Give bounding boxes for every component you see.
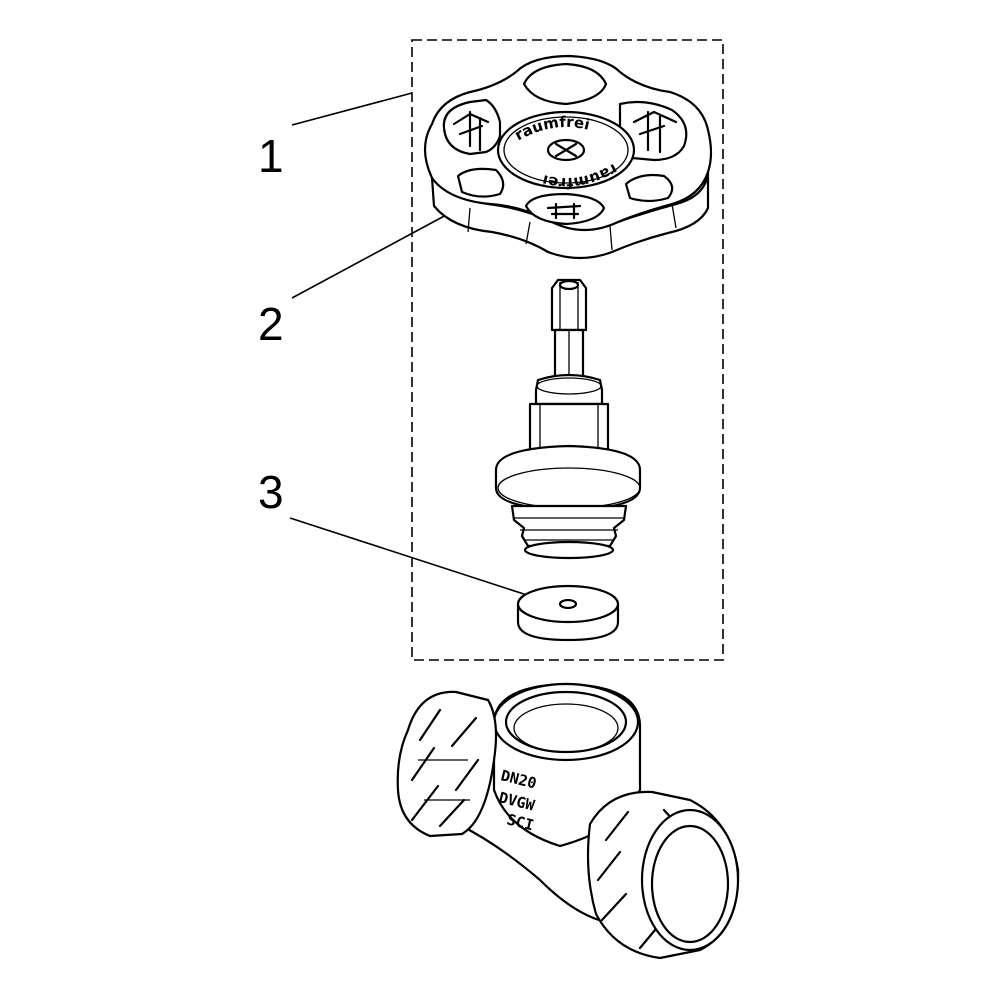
callout-number-1: 1 (258, 130, 284, 182)
leader-line-1 (291, 92, 413, 126)
handwheel: raumfrei raumfrei (423, 54, 713, 260)
leader-line-2 (291, 213, 449, 299)
valve-top-spindle (494, 278, 642, 560)
sealing-washer (516, 584, 620, 642)
leader-line-3 (289, 517, 531, 597)
valve-body: DN20 DVGW SCI (396, 682, 740, 960)
callout-number-2: 2 (258, 298, 284, 350)
assembly-dashed-frame (411, 39, 724, 661)
callout-number-3: 3 (258, 466, 284, 518)
